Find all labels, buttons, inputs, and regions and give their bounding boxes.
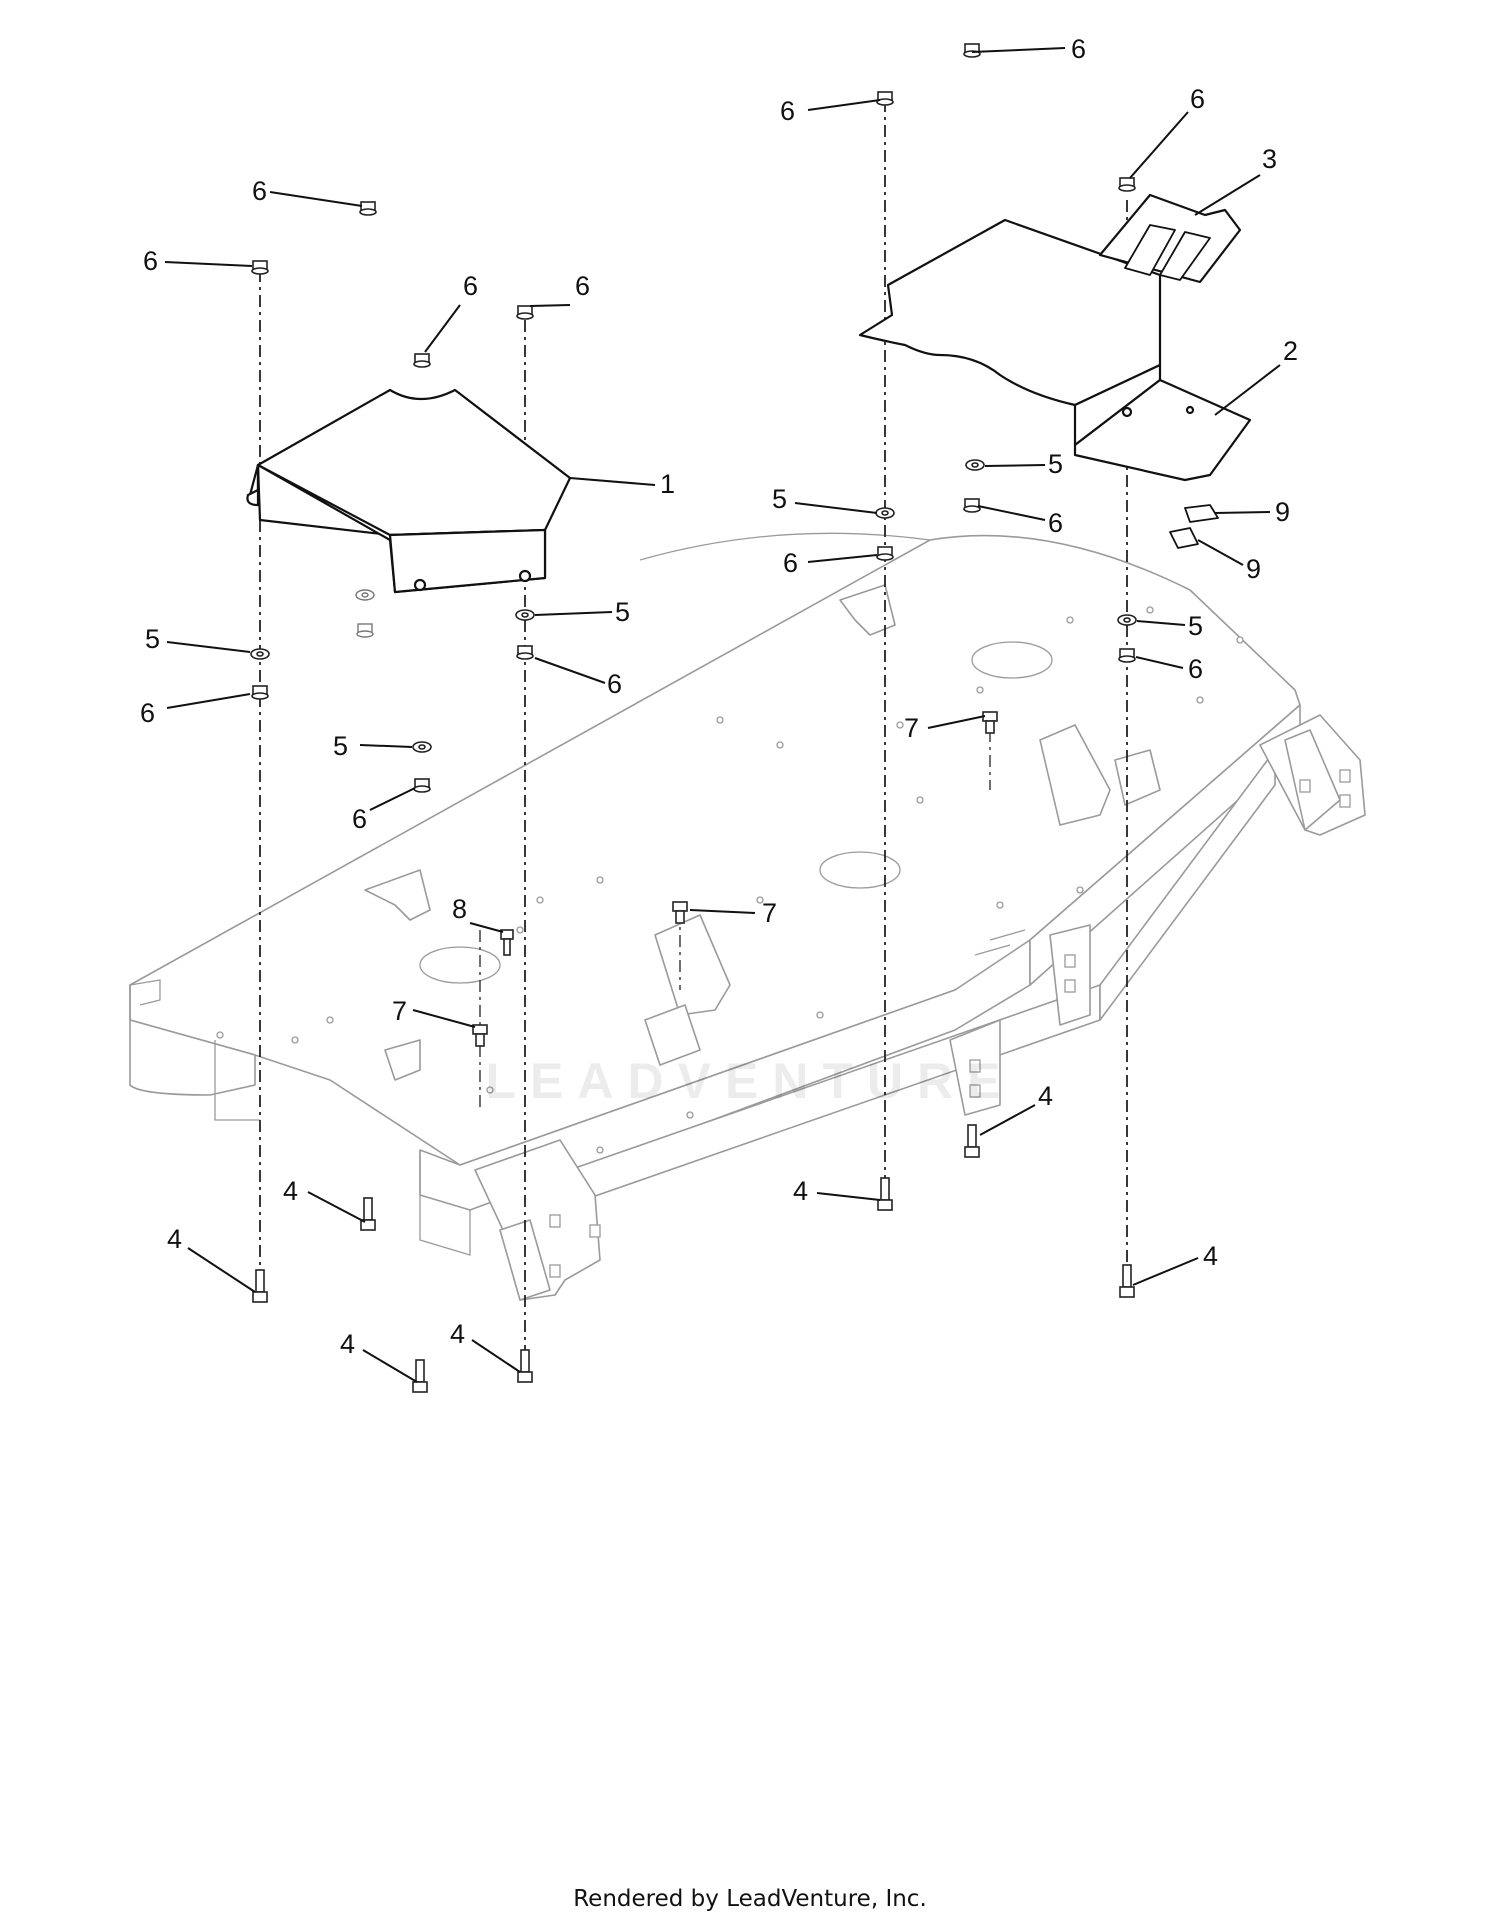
part-9-pads [1169, 504, 1219, 549]
callout-6: 6 [463, 271, 478, 301]
deck-holes [216, 606, 1244, 1154]
callout-6: 6 [1190, 84, 1205, 114]
callout-numbers: 6 6 6 3 6 6 6 6 2 1 5 5 6 9 6 9 5 5 5 6 … [140, 34, 1298, 1359]
watermark-text: LEADVENTURE [485, 1053, 1015, 1109]
part-2-right-belt-shield [858, 218, 1252, 482]
callout-4: 4 [793, 1176, 808, 1206]
callout-6: 6 [143, 246, 158, 276]
callout-9: 9 [1275, 497, 1290, 527]
callout-6: 6 [1048, 508, 1063, 538]
callout-6: 6 [780, 96, 795, 126]
callout-9: 9 [1246, 554, 1261, 584]
callout-5: 5 [615, 597, 630, 627]
hardware-washers [250, 459, 1137, 753]
callout-1: 1 [660, 469, 675, 499]
callout-5: 5 [772, 484, 787, 514]
callout-4: 4 [1038, 1081, 1053, 1111]
hardware-bolts [252, 711, 1135, 1393]
callout-4: 4 [450, 1319, 465, 1349]
callout-4: 4 [167, 1224, 182, 1254]
callout-6: 6 [140, 698, 155, 728]
callout-4: 4 [340, 1329, 355, 1359]
footer-credit: Rendered by LeadVenture, Inc. [573, 1886, 927, 1912]
callout-7: 7 [904, 713, 919, 743]
callout-7: 7 [762, 898, 777, 928]
callout-6: 6 [575, 271, 590, 301]
callout-5: 5 [333, 731, 348, 761]
callout-5: 5 [145, 624, 160, 654]
callout-6: 6 [252, 176, 267, 206]
callout-8: 8 [452, 894, 467, 924]
callout-6: 6 [1071, 34, 1086, 64]
callout-6: 6 [1188, 654, 1203, 684]
callout-6: 6 [352, 804, 367, 834]
callout-6: 6 [607, 669, 622, 699]
callout-6: 6 [783, 548, 798, 578]
callout-5: 5 [1188, 611, 1203, 641]
mower-deck [129, 532, 1366, 1301]
callout-4: 4 [1203, 1241, 1218, 1271]
callout-7: 7 [392, 996, 407, 1026]
callout-3: 3 [1262, 144, 1277, 174]
callout-2: 2 [1283, 336, 1298, 366]
callout-4: 4 [283, 1176, 298, 1206]
leader-lines [164, 47, 1281, 1383]
callout-5: 5 [1048, 449, 1063, 479]
part-3-decal [1098, 193, 1242, 284]
part-1-left-belt-shield [246, 388, 572, 594]
hardware-nuts [251, 43, 1136, 793]
